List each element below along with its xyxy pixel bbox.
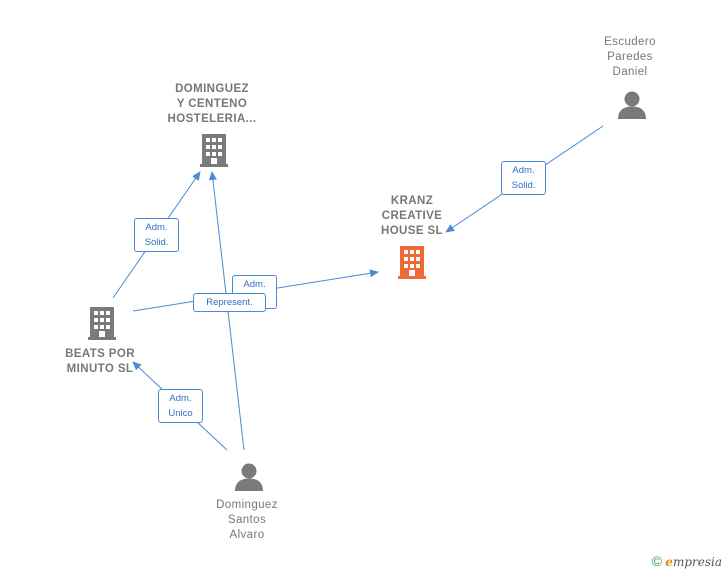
person-icon[interactable]	[235, 463, 263, 492]
building-icon[interactable]	[88, 307, 116, 340]
person-icon[interactable]	[618, 91, 646, 120]
edge-label-beats-kranz-represent: Represent.	[193, 293, 266, 312]
empresia-logo: empresia	[665, 555, 722, 569]
empresia-watermark: © empresia	[652, 553, 722, 569]
node-label-dominguez-santos[interactable]: Dominguez Santos Alvaro	[216, 499, 278, 541]
node-label-kranz[interactable]: KRANZ CREATIVE HOUSE SL	[381, 195, 443, 237]
building-icon[interactable]	[398, 246, 426, 279]
edge-label-escudero-kranz: Adm. Solid.	[501, 161, 546, 195]
copyright-symbol: ©	[651, 553, 662, 569]
edge-label-santos-beats: Adm. Unico	[158, 389, 203, 423]
building-icon[interactable]	[200, 134, 228, 167]
node-label-escudero[interactable]: Escudero Paredes Daniel	[604, 36, 656, 78]
node-label-dominguez-centeno[interactable]: DOMINGUEZ Y CENTENO HOSTELERIA...	[167, 83, 257, 125]
node-label-beats[interactable]: BEATS POR MINUTO SL	[65, 348, 135, 375]
edge-label-beats-dominguez-centeno: Adm. Solid.	[134, 218, 179, 252]
